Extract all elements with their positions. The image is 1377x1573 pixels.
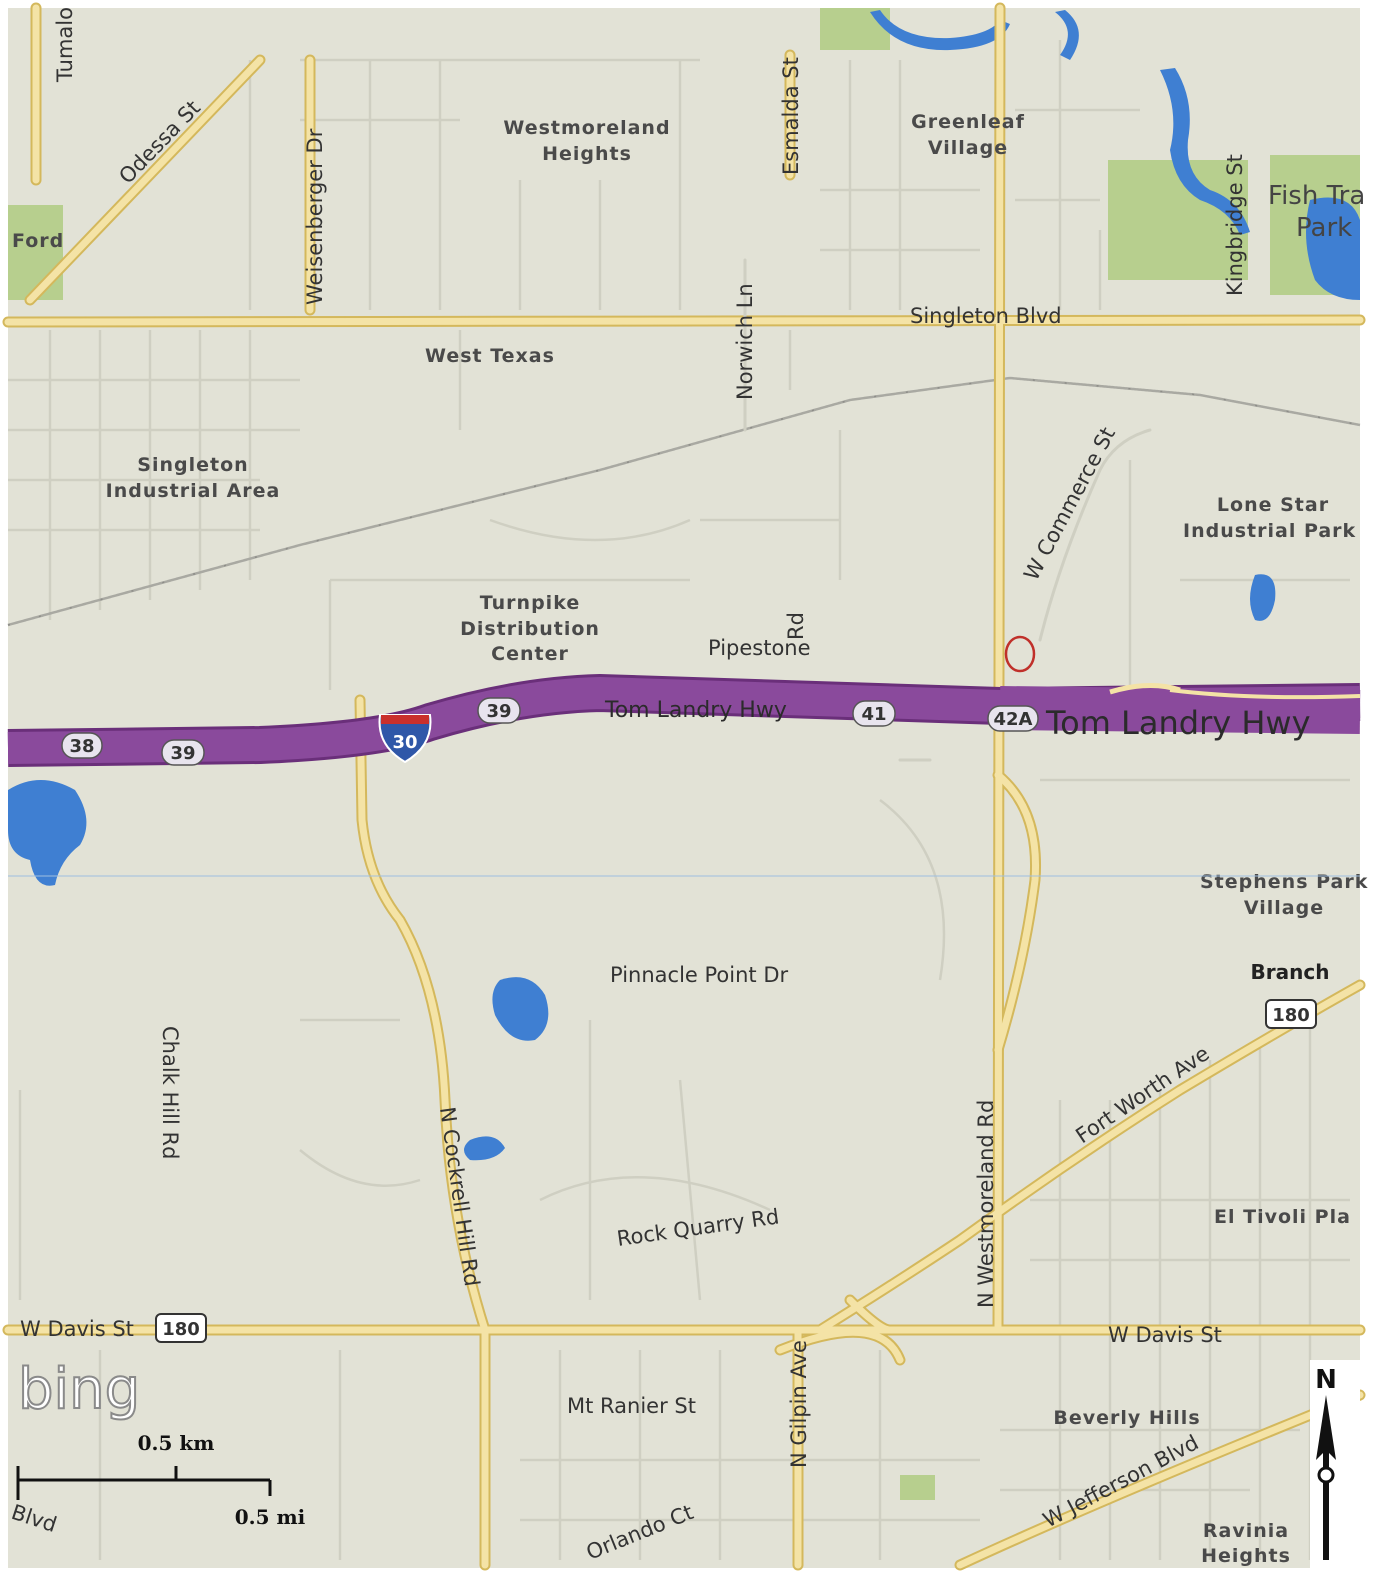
park-small: [900, 1475, 935, 1500]
exit-39-east: 39: [477, 697, 521, 724]
exit-41-label: 41: [861, 704, 886, 725]
street-singleton: Singleton Blvd: [910, 304, 1062, 328]
us-180-shield-west: 180: [155, 1313, 207, 1343]
exit-42a-label: 42A: [994, 709, 1033, 730]
area-greenleaf-2: Village: [928, 137, 1008, 159]
us-180-shield-east: 180: [1265, 999, 1317, 1029]
exit-shields: 38 39 39 41 42A: [61, 697, 1039, 766]
area-lone-star-1: Lone Star: [1217, 494, 1329, 516]
highway-name-large: Tom Landry Hwy: [1045, 704, 1311, 742]
exit-39-west: 39: [161, 739, 205, 766]
us-180-east-label: 180: [1272, 1005, 1310, 1026]
area-turnpike-1: Turnpike: [480, 592, 580, 614]
street-esmalda: Esmalda St: [779, 57, 803, 175]
street-davis-west: W Davis St: [20, 1317, 134, 1341]
area-greenleaf-1: Greenleaf: [911, 111, 1025, 133]
street-kingbridge: Kingbridge St: [1223, 154, 1247, 296]
location-marker[interactable]: [1004, 635, 1036, 673]
exit-38: 38: [61, 732, 103, 759]
street-davis-east: W Davis St: [1108, 1323, 1222, 1347]
street-mt-ranier: Mt Ranier St: [567, 1394, 696, 1418]
area-stephens-park-1: Stephens Park: [1200, 871, 1368, 893]
river-north-2: [1055, 10, 1079, 60]
highway-name-small: Tom Landry Hwy: [604, 698, 787, 723]
exit-42a: 42A: [987, 705, 1039, 732]
interstate-number: 30: [392, 732, 417, 753]
area-singleton-1: Singleton: [137, 454, 248, 476]
park-ford: [8, 205, 63, 300]
creek-east: [1160, 68, 1250, 235]
pond-pinnacle: [492, 977, 549, 1041]
street-norwich: Norwich Ln: [733, 283, 757, 400]
area-lone-star-2: Industrial Park: [1183, 520, 1356, 542]
area-ravinia-2: Heights: [1201, 1545, 1291, 1567]
exit-39-east-label: 39: [486, 701, 511, 722]
area-west-texas: West Texas: [425, 345, 555, 367]
street-pipestone: Pipestone: [708, 636, 811, 660]
exit-39-west-label: 39: [170, 743, 195, 764]
lake-west: [8, 780, 87, 886]
river-north: [870, 10, 1010, 51]
area-westmoreland-heights-2: Heights: [542, 143, 632, 165]
pond-fish-trap: [1306, 197, 1360, 300]
street-pinnacle: Pinnacle Point Dr: [610, 963, 788, 987]
exit-38-label: 38: [69, 736, 94, 757]
area-labels: Westmoreland Heights Greenleaf Village F…: [12, 111, 1368, 1567]
area-stephens-park-2: Village: [1244, 897, 1324, 919]
area-branch: Branch: [1251, 960, 1330, 984]
area-ravinia-1: Ravinia: [1203, 1520, 1289, 1542]
us-180-west-label: 180: [162, 1319, 200, 1340]
railway-line: [7, 376, 1361, 627]
exit-41: 41: [852, 700, 896, 727]
street-labels: Tumalo Odessa St Weisenberger Dr Esmalda…: [8, 7, 1247, 1565]
street-westmoreland: N Westmoreland Rd: [974, 1100, 998, 1308]
scale-bar: 0.5 km 0.5 mi: [16, 1431, 306, 1529]
area-beverly-hills: Beverly Hills: [1053, 1407, 1200, 1429]
area-singleton-2: Industrial Area: [106, 480, 281, 502]
park-fish-trap-label-1: Fish Tra: [1268, 181, 1365, 211]
park-fish-trap-label-2: Park: [1296, 213, 1352, 243]
north-arrow: N: [1310, 1360, 1360, 1568]
scale-mi-label: 0.5 mi: [235, 1505, 306, 1529]
street-pipestone-rd: Rd: [784, 612, 808, 640]
street-chalkhill: Chalk Hill Rd: [158, 1026, 182, 1159]
park-north: [1108, 160, 1248, 280]
scale-km-label: 0.5 km: [138, 1431, 215, 1455]
area-westmoreland-heights-1: Westmoreland: [503, 117, 670, 139]
interstate-shield: 30: [378, 714, 432, 764]
street-gilpin: N Gilpin Ave: [787, 1340, 811, 1468]
street-weisenberger: Weisenberger Dr: [303, 128, 327, 305]
bing-logo: bing: [18, 1357, 140, 1422]
area-ford: Ford: [12, 230, 64, 252]
area-el-tivoli: El Tivoli Pla: [1214, 1206, 1351, 1228]
pond-lone-star: [1250, 574, 1276, 621]
water-bodies: [8, 10, 1360, 1161]
street-tumalo: Tumalo: [53, 7, 77, 83]
north-label: N: [1315, 1365, 1337, 1395]
area-turnpike-2: Distribution: [460, 618, 600, 640]
area-turnpike-3: Center: [491, 643, 569, 665]
pond-cockrell: [464, 1136, 505, 1161]
